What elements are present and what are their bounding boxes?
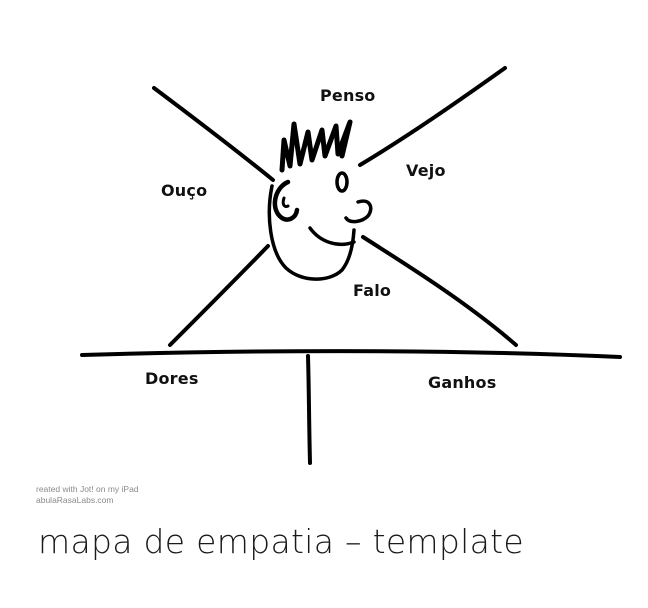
label-penso: Penso <box>320 86 376 105</box>
ear <box>272 179 300 222</box>
hair <box>279 119 353 173</box>
empathy-map-figure: Penso Vejo Ouço Falo Dores Ganhos reated… <box>20 20 630 510</box>
watermark: reated with Jot! on my iPad abulaRasaLab… <box>36 484 139 506</box>
divider-bottom-right <box>361 235 518 347</box>
divider-vertical <box>306 354 312 465</box>
head-outline <box>267 184 356 281</box>
mouth <box>308 226 356 247</box>
label-ganhos: Ganhos <box>428 373 497 392</box>
watermark-line-1: reated with Jot! on my iPad <box>36 484 139 494</box>
face-drawing <box>267 119 373 281</box>
label-dores: Dores <box>145 369 199 388</box>
divider-top-right <box>358 66 507 167</box>
ear-inner <box>281 196 290 208</box>
label-vejo: Vejo <box>406 161 446 180</box>
figure-caption: mapa de empatia – template <box>38 522 524 561</box>
label-falo: Falo <box>353 281 392 300</box>
nose <box>344 199 373 224</box>
divider-top-left <box>152 86 275 182</box>
divider-bottom-left <box>168 244 270 347</box>
label-ouco: Ouço <box>161 181 208 200</box>
watermark-line-2: abulaRasaLabs.com <box>36 495 114 505</box>
eye <box>335 171 349 193</box>
divider-horizontal <box>80 349 622 359</box>
empathy-map-drawing <box>80 66 622 465</box>
